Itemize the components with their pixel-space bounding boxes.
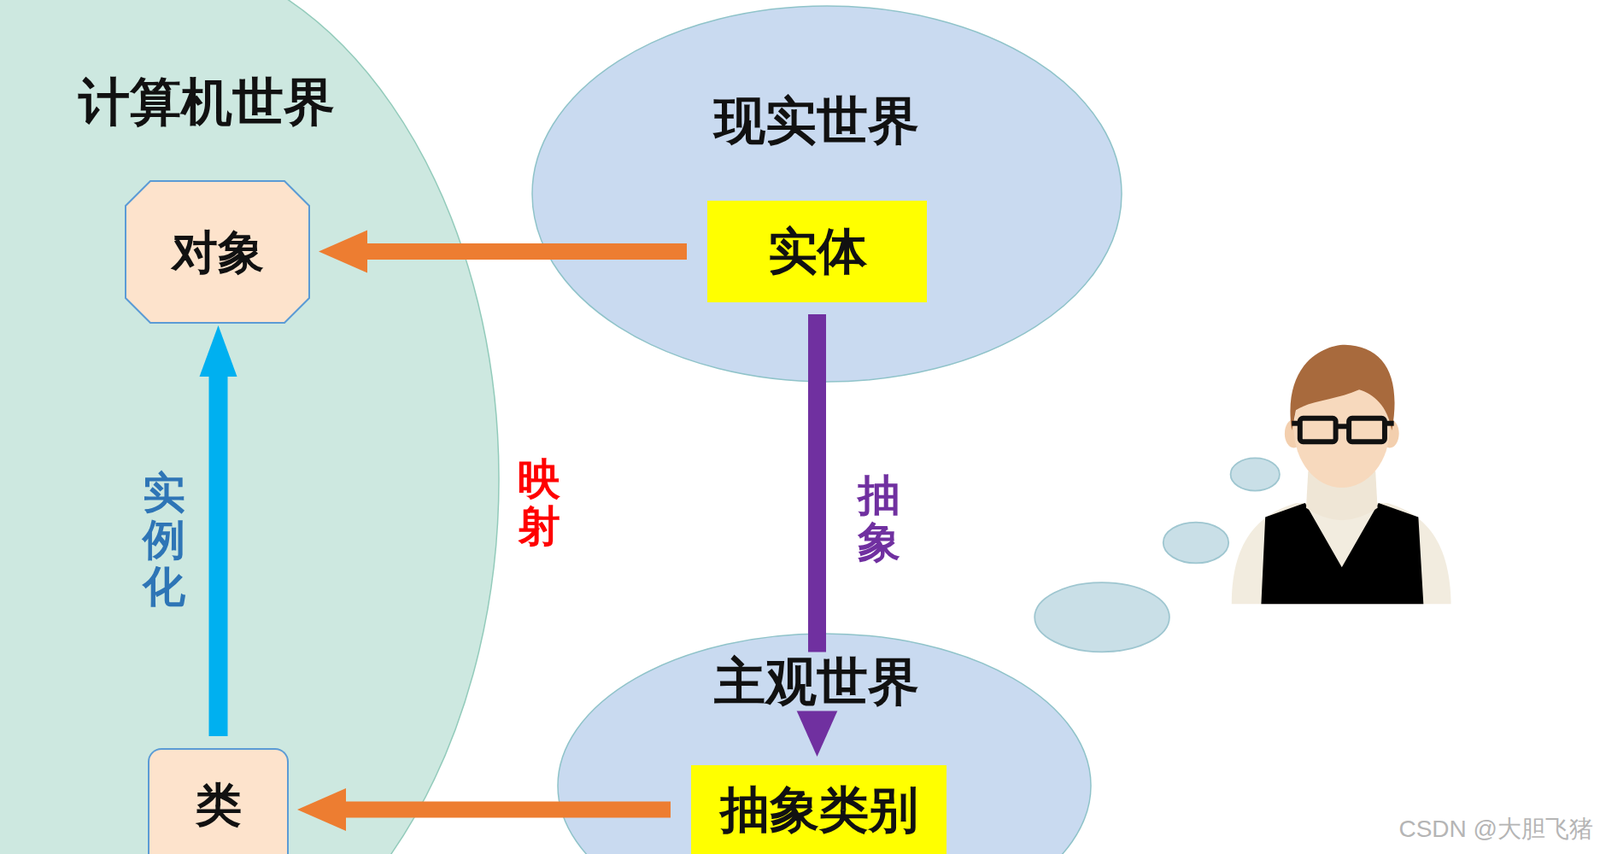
edge-label: 抽象 — [857, 471, 901, 566]
class-box: 类 — [147, 748, 289, 854]
mapping-label: 映射 — [517, 455, 561, 550]
region-outline — [531, 5, 1123, 383]
arrow-shaft — [367, 243, 687, 260]
world-ellipse: 对象类 计算机世界 — [0, 0, 500, 854]
region-title: 现实世界 — [714, 91, 920, 151]
edge-label: 实例化 — [142, 468, 186, 610]
world-ellipse: 实体现实世界 — [531, 5, 1123, 383]
thought-bubble — [1163, 522, 1229, 564]
region-ellipse — [532, 5, 1122, 382]
thought-bubble — [1230, 457, 1280, 491]
arrow-shaft — [345, 802, 671, 819]
category-box: 抽象类别 — [691, 765, 947, 854]
object-box: 对象 — [124, 180, 311, 324]
person-glasses — [1291, 418, 1394, 442]
box-label: 对象 — [171, 225, 264, 279]
world-ellipse: 抽象类别主观世界 — [556, 632, 1092, 854]
box-label: 类 — [195, 778, 242, 832]
arrow-shaft — [808, 314, 827, 711]
arrow-shaft — [209, 376, 229, 737]
box-label: 抽象类别 — [720, 781, 919, 839]
watermark: CSDN @大胆飞猪 — [1398, 813, 1594, 846]
region-title: 计算机世界 — [78, 72, 335, 132]
entity-box: 实体 — [707, 200, 927, 303]
box-label: 实体 — [767, 222, 868, 281]
octagon-shape — [125, 181, 310, 323]
region-ellipse — [0, 0, 499, 854]
thought-bubble — [1034, 582, 1170, 652]
region-title: 主观世界 — [707, 652, 927, 712]
region-ellipse — [557, 633, 1091, 854]
